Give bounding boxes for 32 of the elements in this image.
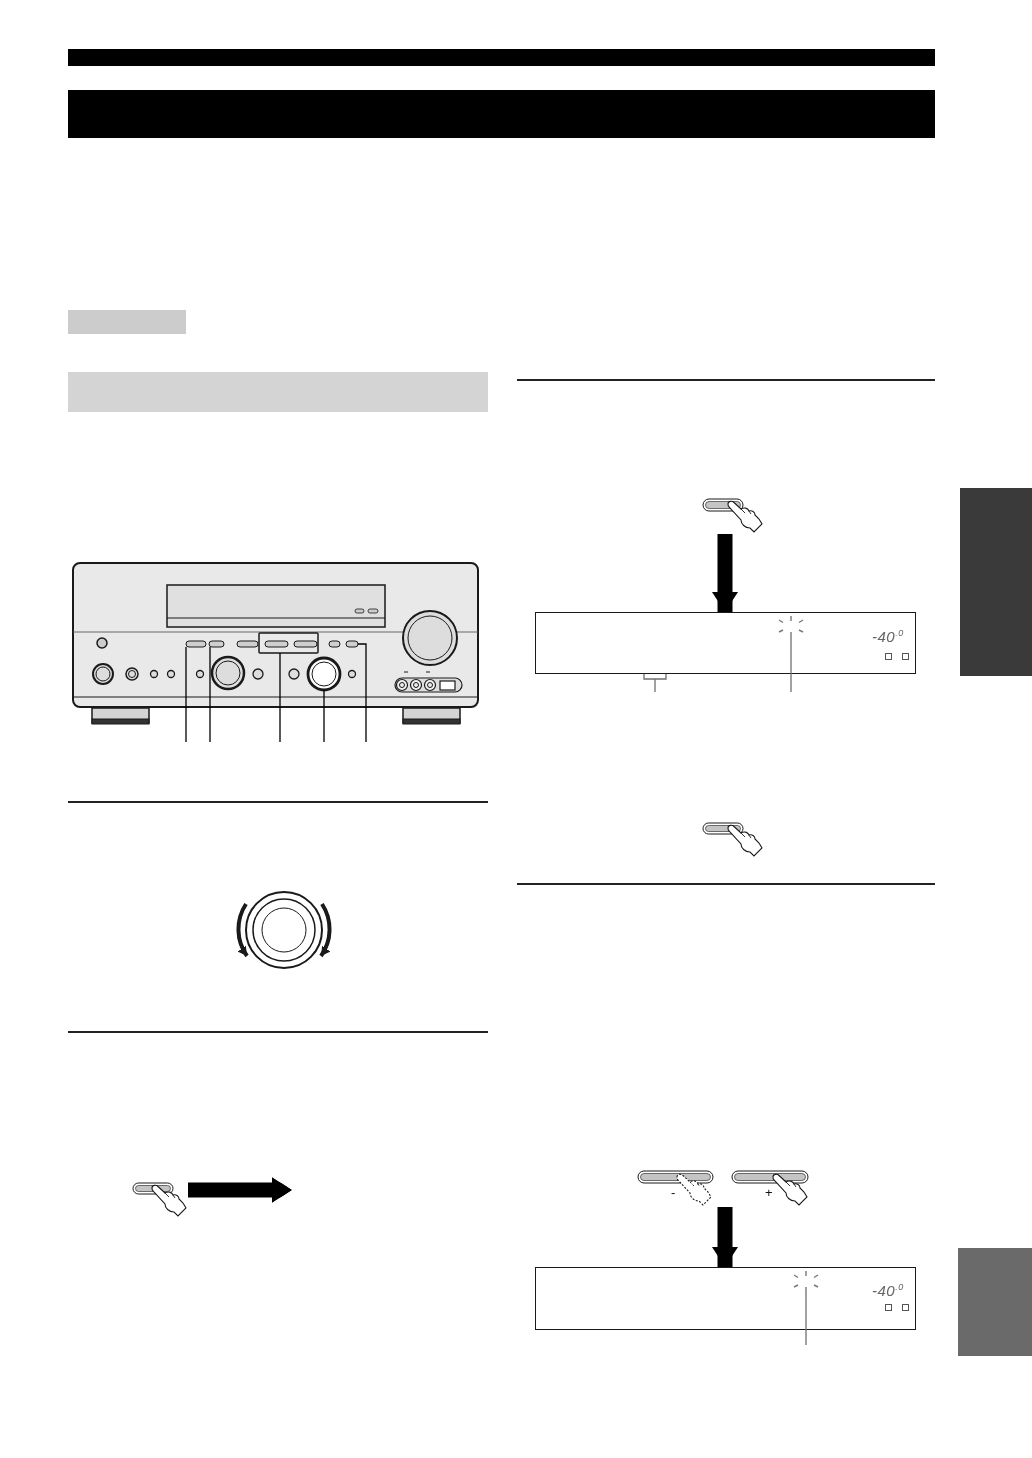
leader-line xyxy=(323,689,325,743)
finger-press-button-icon xyxy=(702,498,764,534)
section-heading-bar xyxy=(68,372,488,412)
leader-line xyxy=(279,652,281,743)
side-tab xyxy=(960,488,1032,676)
control-knob xyxy=(306,656,342,692)
segment-indicator-icon xyxy=(776,616,806,638)
display-readout: -40$^{.0}$ xyxy=(872,1281,904,1298)
block-arrow xyxy=(188,1177,292,1203)
finger-press-button-icon xyxy=(132,1182,188,1218)
panel-button xyxy=(185,640,207,648)
leader-line xyxy=(805,1292,807,1346)
block-arrow xyxy=(712,534,738,612)
segment-indicator-icon xyxy=(791,1271,821,1293)
block-arrow xyxy=(712,1207,738,1267)
sign-label: - xyxy=(671,1185,676,1200)
display-readout: -40$^{.0}$ xyxy=(872,627,904,644)
leader-line xyxy=(790,637,792,693)
button-pair-frame xyxy=(258,632,319,654)
label-tag xyxy=(68,310,186,334)
panel-button xyxy=(208,640,225,648)
leader-line xyxy=(357,643,367,743)
finger-press-button-icon xyxy=(702,822,764,858)
leader-line xyxy=(185,646,187,743)
display-panel xyxy=(535,612,916,674)
sign-label: + xyxy=(765,1185,773,1200)
side-tab xyxy=(958,1248,1032,1356)
leader-line xyxy=(209,646,211,743)
display-panel xyxy=(535,1267,916,1330)
leader-line xyxy=(643,673,667,693)
title-bar xyxy=(68,90,935,138)
panel-button xyxy=(345,640,359,648)
